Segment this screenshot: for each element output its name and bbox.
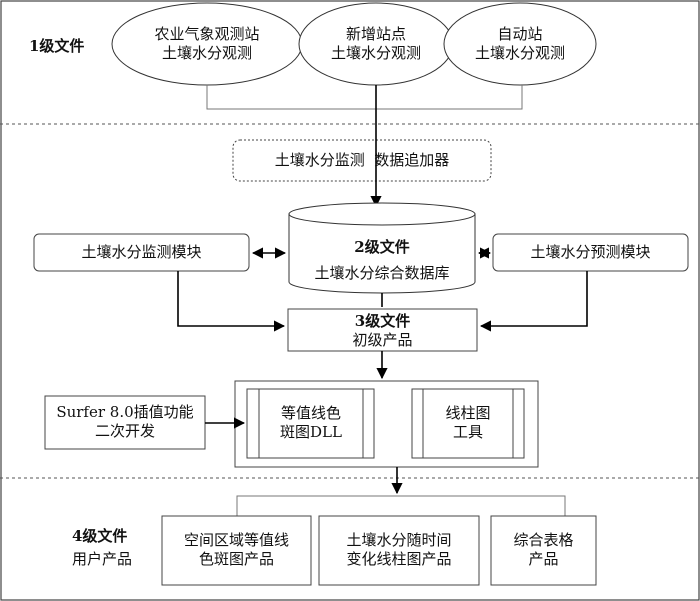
station-label-auto: 自动站 土壤水分观测	[445, 25, 595, 63]
level4-label: 4级文件	[72, 527, 128, 545]
station-auto-line1: 自动站	[497, 25, 543, 43]
product-barchart-box	[318, 515, 480, 586]
product-table-label: 综合表格 产品	[491, 531, 596, 569]
surfer-box	[44, 395, 206, 450]
appender-label: 土壤水分监测 数据追加器	[274, 151, 450, 169]
product-table-line1: 综合表格	[513, 531, 574, 549]
appender-box	[232, 139, 492, 182]
level4-sublabel: 用户产品	[72, 550, 133, 568]
product-table-box	[490, 515, 597, 586]
product-barchart-line2: 变化线柱图产品	[346, 550, 452, 568]
stations-bracket	[206, 85, 523, 110]
station-new-line2: 土壤水分观测	[330, 44, 421, 62]
surfer-line1: Surfer 8.0插值功能	[56, 403, 194, 421]
level3-box	[287, 308, 478, 352]
products-bracket	[236, 495, 566, 516]
tool-contour-box	[246, 388, 375, 459]
tool-contour-line1: 等值线色	[280, 404, 341, 422]
forecast-module-box	[492, 233, 689, 272]
product-contour-line1: 空间区域等值线	[183, 531, 289, 549]
arrow-forecast-to-level3	[479, 271, 588, 332]
station-label-agro: 农业气象观测站 土壤水分观测	[117, 25, 297, 63]
station-auto-line2: 土壤水分观测	[474, 44, 565, 62]
tool-contour-line2: 斑图DLL	[280, 423, 342, 441]
product-table-line2: 产品	[528, 550, 559, 568]
database-cylinder	[288, 214, 476, 294]
level1-label: 1级文件	[29, 37, 85, 55]
station-ellipse-auto	[443, 2, 597, 86]
forecast-module-label: 土壤水分预测模块	[530, 243, 651, 261]
surfer-label: Surfer 8.0插值功能 二次开发	[45, 403, 205, 441]
tool-contour-label: 等值线色 斑图DLL	[259, 404, 363, 442]
tool-bar-label: 线柱图 工具	[423, 404, 513, 442]
tool-bar-line2: 工具	[452, 423, 483, 441]
station-label-new: 新增站点 土壤水分观测	[301, 25, 451, 63]
level2-label: 2级文件	[354, 238, 410, 256]
tool-bar-line1: 线柱图	[445, 404, 491, 422]
level3-name: 初级产品	[352, 331, 413, 349]
surfer-line2: 二次开发	[94, 422, 155, 440]
database-name: 土壤水分综合数据库	[314, 264, 450, 282]
monitor-module-box	[33, 233, 250, 272]
product-contour-box	[161, 515, 312, 586]
arrow-monitor-to-level3	[177, 271, 286, 332]
monitor-module-label: 土壤水分监测模块	[81, 243, 202, 261]
station-new-line1: 新增站点	[345, 25, 406, 43]
product-barchart-label: 土壤水分随时间 变化线柱图产品	[319, 531, 479, 569]
database-cylinder-top	[288, 202, 476, 226]
station-agro-line2: 土壤水分观测	[161, 44, 252, 62]
product-barchart-line1: 土壤水分随时间	[346, 531, 452, 549]
station-agro-line1: 农业气象观测站	[154, 25, 260, 43]
tool-bar-box	[411, 388, 525, 459]
product-contour-label: 空间区域等值线 色斑图产品	[162, 531, 311, 569]
level3-label: 3级文件	[354, 312, 411, 330]
product-contour-line2: 色斑图产品	[198, 550, 274, 568]
